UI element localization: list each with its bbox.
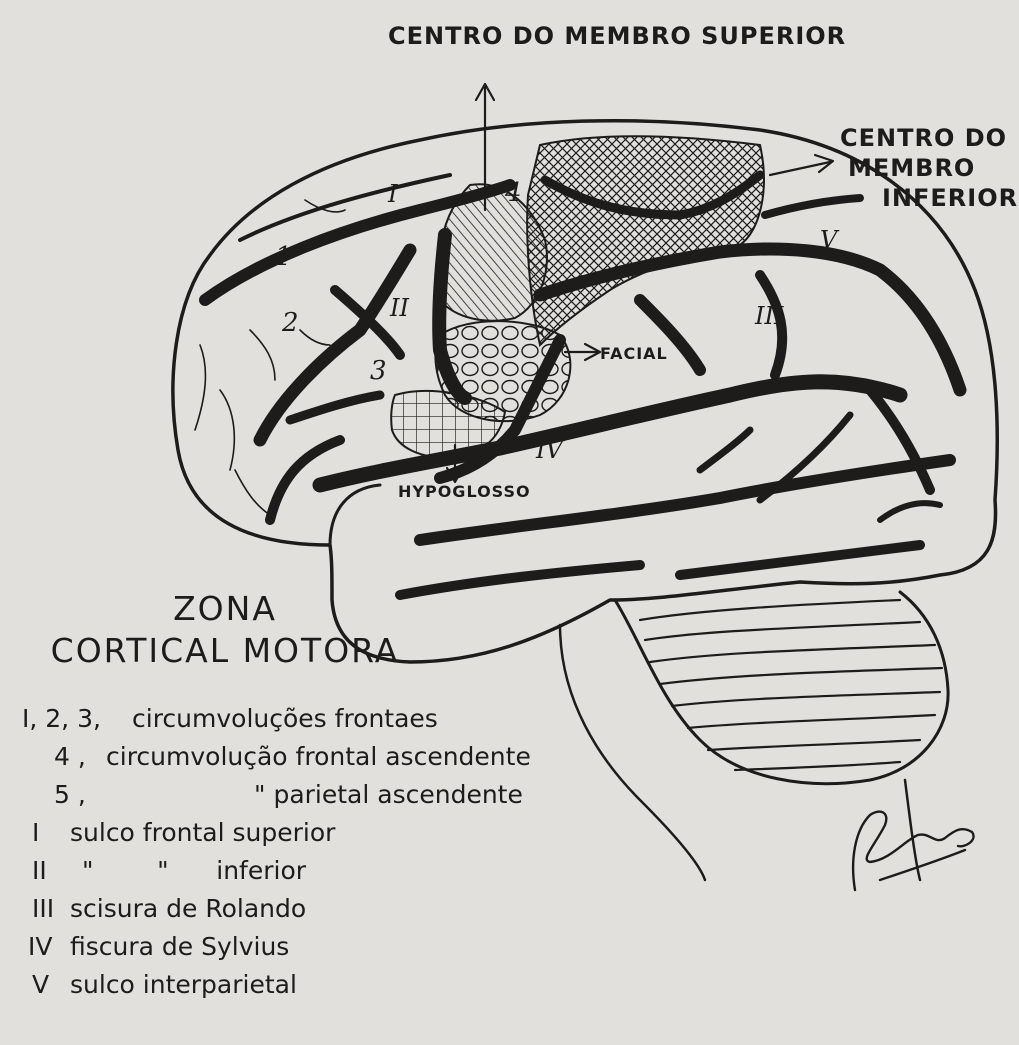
title-line-2: CORTICAL MOTORA [20, 630, 430, 672]
marker-roman-V: V [820, 226, 837, 254]
legend-text: " parietal ascendente [254, 776, 523, 814]
legend-key: I [32, 814, 39, 852]
legend-key: 5 , [54, 776, 86, 814]
legend-key: I, 2, 3, [22, 700, 101, 738]
title-line-1: ZONA [20, 588, 430, 630]
facial-label: FACIAL [600, 344, 668, 363]
legend-text: sulco interparietal [70, 966, 297, 1004]
marker-num-4: 4 [505, 178, 522, 208]
brain-stem [560, 625, 705, 880]
lower-limb-center-label-1: CENTRO DO [840, 124, 1007, 152]
marker-roman-I: I [388, 180, 397, 208]
legend-text: circumvolução frontal ascendente [106, 738, 531, 776]
marker-num-1: 1 [275, 242, 292, 272]
upper-limb-center-label: CENTRO DO MEMBRO SUPERIOR [388, 22, 846, 50]
legend-key: IV [28, 928, 52, 966]
legend-text: circumvoluções frontaes [132, 700, 438, 738]
legend-text: scisura de Rolando [70, 890, 306, 928]
signature [853, 812, 973, 890]
marker-roman-IV: IV [536, 436, 563, 464]
sulcus-interparietal [540, 249, 960, 390]
legend-key: V [32, 966, 49, 1004]
legend-text: fiscura de Sylvius [70, 928, 289, 966]
marker-roman-III: III [755, 302, 783, 330]
legend-key: II [32, 852, 47, 890]
diagram-title: ZONA CORTICAL MOTORA [20, 588, 430, 672]
legend-key: 4 , [54, 738, 86, 776]
hypoglosso-label: HYPOGLOSSO [398, 482, 531, 501]
legend-text: sulco frontal superior [70, 814, 335, 852]
legend-key: III [32, 890, 54, 928]
lower-limb-center-label-2: MEMBRO [848, 154, 975, 182]
lower-limb-center-label-3: INFERIOR [882, 184, 1018, 212]
marker-num-3: 3 [370, 356, 387, 386]
marker-num-2: 2 [282, 308, 299, 338]
legend-text: " " inferior [82, 852, 306, 890]
marker-roman-II: II [390, 294, 409, 322]
arrow-lower-limb [770, 162, 830, 175]
cerebellum [615, 592, 948, 784]
